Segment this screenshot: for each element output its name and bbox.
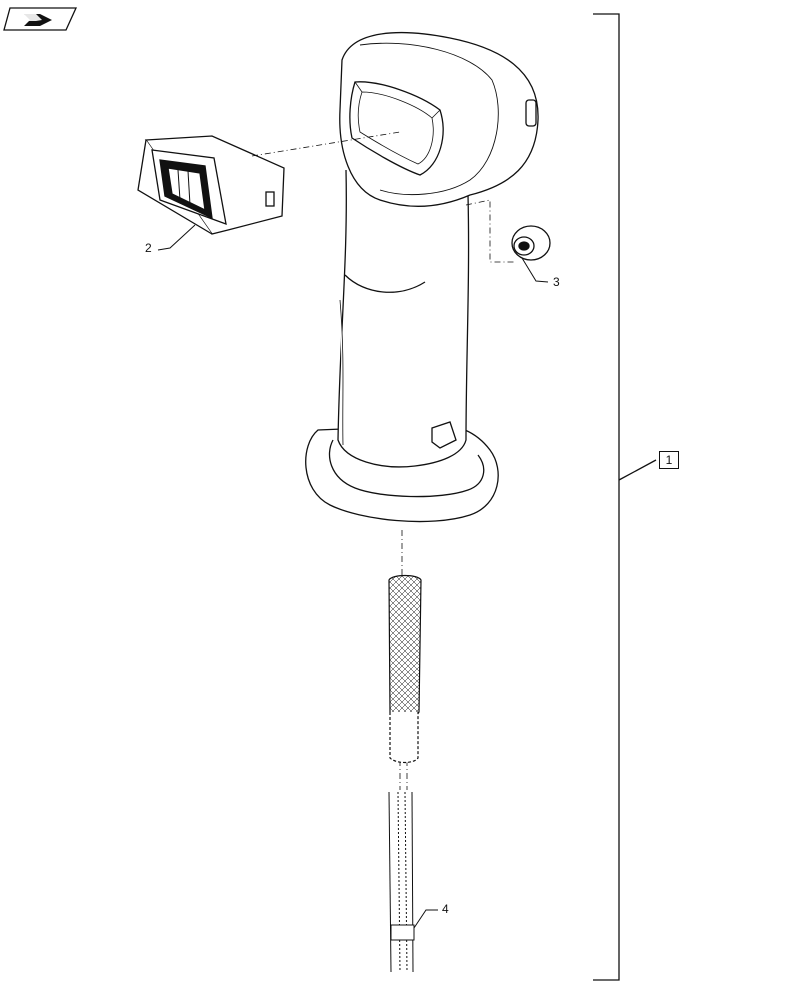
callout-leaders (157, 224, 549, 929)
plug-cap (511, 225, 551, 261)
callout-wiring: 4 (442, 902, 449, 916)
callout-plug: 3 (553, 275, 560, 289)
cable-sleeve (388, 574, 422, 764)
callout-switch: 2 (145, 241, 152, 255)
rocker-switch (137, 135, 285, 235)
next-page-arrow-icon[interactable] (3, 7, 78, 31)
cable-wires (388, 791, 415, 973)
assembly-lines (251, 131, 515, 790)
callout-assembly: 1 (659, 451, 679, 469)
joystick-handle (305, 31, 539, 523)
assembly-bracket (593, 13, 657, 981)
